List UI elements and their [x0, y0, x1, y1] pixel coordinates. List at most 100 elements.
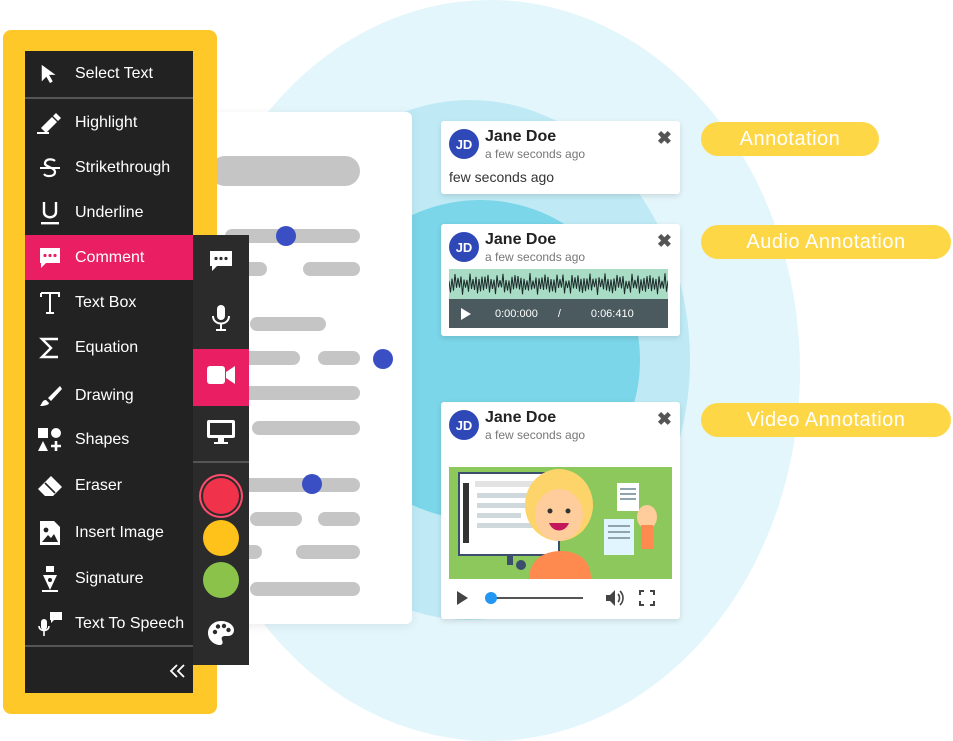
tool-signature[interactable]: Signature: [25, 556, 193, 601]
toolbar-divider: [25, 97, 193, 99]
audio-play-button[interactable]: [449, 307, 481, 320]
palette-icon: [207, 619, 235, 652]
tool-label: Strikethrough: [75, 158, 171, 176]
tool-label: Text To Speech: [75, 614, 185, 632]
audio-waveform[interactable]: [448, 269, 669, 299]
author-name: Jane Doe: [485, 128, 557, 145]
tool-label: Shapes: [75, 430, 130, 448]
tool-shapes[interactable]: Shapes: [25, 417, 193, 462]
comment-mode-video[interactable]: [193, 349, 249, 406]
video-annotation-card[interactable]: JD Jane Doe a few seconds ago ✖: [441, 402, 680, 619]
audio-time-separator: /: [557, 307, 561, 320]
tool-text-box[interactable]: Text Box: [25, 280, 193, 325]
annotation-marker[interactable]: [302, 474, 322, 494]
comment-icon: [209, 250, 233, 277]
close-icon: ✖: [656, 409, 672, 429]
tool-label: Select Text: [75, 64, 153, 82]
comment-timestamp: a few seconds ago: [485, 250, 586, 264]
document-text-line: [318, 512, 360, 526]
document-text-line: [250, 582, 360, 596]
video-annotation-label: Video Annotation: [701, 403, 951, 437]
tool-strikethrough[interactable]: Strikethrough: [25, 145, 193, 190]
close-icon: ✖: [656, 128, 672, 148]
document-text-line: [303, 262, 360, 276]
speech-icon: [25, 611, 75, 637]
sub-toolbar-divider: [193, 461, 249, 463]
audio-annotation-card[interactable]: JD Jane Doe a few seconds ago ✖ 0:00:000…: [441, 224, 680, 336]
tool-label: Underline: [75, 203, 144, 221]
video-progress-bar[interactable]: [484, 592, 583, 604]
annotation-label: Annotation: [701, 122, 879, 156]
pen-nib-icon: [25, 565, 75, 592]
audio-current-time: 0:00:000: [495, 307, 538, 320]
document-text-line: [318, 351, 360, 365]
close-button[interactable]: ✖: [657, 129, 672, 147]
shapes-icon: [25, 427, 75, 453]
video-controls: [449, 582, 672, 614]
microphone-icon: [211, 304, 231, 337]
highlighter-icon: [25, 112, 75, 134]
waveform-path: [448, 272, 669, 296]
document-text-line: [250, 512, 302, 526]
tool-equation[interactable]: Equation: [25, 325, 193, 370]
volume-icon: [606, 590, 624, 606]
video-frame[interactable]: [449, 467, 672, 579]
tool-underline[interactable]: Underline: [25, 190, 193, 235]
collapse-toolbar-button[interactable]: [169, 659, 187, 685]
tool-label: Comment: [75, 248, 145, 266]
tool-label: Signature: [75, 569, 144, 587]
avatar: JD: [449, 410, 479, 440]
tool-highlight[interactable]: Highlight: [25, 100, 193, 145]
tool-label: Insert Image: [75, 523, 164, 541]
color-palette-button[interactable]: [193, 607, 249, 664]
tool-label: Drawing: [75, 386, 134, 404]
document-title-placeholder: [210, 156, 360, 186]
author-name: Jane Doe: [485, 231, 557, 248]
annotation-marker[interactable]: [276, 226, 296, 246]
tool-insert-image[interactable]: Insert Image: [25, 510, 193, 555]
document-text-line: [296, 545, 360, 559]
document-text-line: [240, 478, 360, 492]
double-chevron-left-icon: [169, 659, 187, 684]
color-swatch-yellow[interactable]: [203, 520, 239, 556]
color-swatch-red[interactable]: [203, 478, 239, 514]
comment-sub-toolbar: [193, 235, 249, 665]
document-text-line: [252, 421, 360, 435]
audio-controls: 0:00:000 / 0:06:410: [449, 299, 668, 328]
fullscreen-button[interactable]: [639, 590, 655, 606]
close-button[interactable]: ✖: [657, 410, 672, 428]
tool-drawing[interactable]: Drawing: [25, 373, 193, 418]
brush-icon: [25, 384, 75, 408]
annotation-marker[interactable]: [373, 349, 393, 369]
document-text-line: [236, 386, 360, 400]
document-text-line: [250, 317, 326, 331]
tool-text-to-speech[interactable]: Text To Speech: [25, 601, 193, 646]
video-play-button[interactable]: [449, 591, 475, 605]
close-button[interactable]: ✖: [657, 232, 672, 250]
comment-mode-audio[interactable]: [193, 292, 249, 349]
tool-label: Text Box: [75, 293, 137, 311]
strikethrough-icon: [25, 156, 75, 180]
tool-select-text[interactable]: Select Text: [25, 51, 193, 96]
tool-label: Equation: [75, 338, 139, 356]
close-icon: ✖: [656, 231, 672, 251]
comment-icon: [25, 246, 75, 270]
avatar: JD: [449, 129, 479, 159]
video-progress-handle[interactable]: [484, 592, 497, 604]
document-text-line: [240, 351, 300, 365]
tool-comment[interactable]: Comment: [25, 235, 195, 280]
comment-mode-screen[interactable]: [193, 406, 249, 463]
monitor-icon: [206, 419, 236, 450]
audio-duration: 0:06:410: [590, 307, 634, 320]
tool-label: Eraser: [75, 476, 123, 494]
avatar: JD: [449, 232, 479, 262]
author-name: Jane Doe: [485, 409, 557, 426]
text-annotation-card[interactable]: JD Jane Doe a few seconds ago ✖ few seco…: [441, 121, 680, 194]
volume-button[interactable]: [605, 589, 625, 607]
fullscreen-icon: [639, 590, 655, 606]
comment-mode-text[interactable]: [193, 235, 249, 292]
comment-text: few seconds ago: [449, 169, 555, 185]
toolbar-divider: [25, 645, 193, 647]
tool-eraser[interactable]: Eraser: [25, 463, 193, 508]
color-swatch-green[interactable]: [203, 562, 239, 598]
